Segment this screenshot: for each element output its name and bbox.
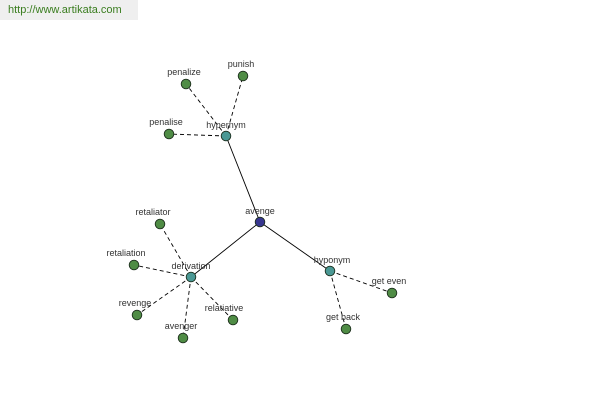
relation-node-hypernym[interactable] [220, 130, 232, 142]
word-label-penalise: penalise [149, 117, 183, 127]
relation-label-hyponym: hyponym [314, 255, 351, 265]
edge-hyponym-get-back [329, 270, 347, 330]
word-label-relatiative: relatiative [205, 303, 244, 313]
graph-edges [133, 75, 393, 339]
edge-avenge-derivation [190, 221, 261, 278]
edge-avenge-hypernym [225, 135, 261, 223]
word-label-retaliation: retaliation [106, 248, 145, 258]
word-label-penalize: penalize [167, 67, 201, 77]
word-node-get-back[interactable] [340, 323, 352, 335]
word-node-retaliator[interactable] [154, 218, 166, 230]
relation-node-hyponym[interactable] [324, 265, 336, 277]
relation-node-derivation[interactable] [185, 271, 197, 283]
edge-derivation-revenge [136, 276, 192, 316]
edge-derivation-relatiative [190, 276, 234, 321]
edge-avenge-hyponym [259, 221, 331, 272]
edge-derivation-avenger [182, 276, 192, 339]
word-node-penalize[interactable] [180, 78, 192, 90]
root-node-avenge[interactable] [254, 216, 266, 228]
graph-nodes [128, 70, 398, 344]
relation-label-hypernym: hypernym [206, 120, 246, 130]
word-label-get-back: get back [326, 312, 361, 322]
edge-derivation-retaliation [133, 264, 192, 278]
root-label-avenge: avenge [245, 206, 275, 216]
source-banner: http://www.artikata.com [0, 0, 138, 20]
source-link[interactable]: http://www.artikata.com [8, 4, 122, 16]
word-node-retaliation[interactable] [128, 259, 140, 271]
edge-hypernym-penalize [185, 83, 227, 137]
edge-hypernym-penalise [168, 133, 227, 137]
graph-labels: penalize punish penalise retaliator retaliat… [106, 59, 406, 331]
relation-label-derivation: derivation [171, 261, 210, 271]
word-label-punish: punish [228, 59, 255, 69]
word-label-avenger: avenger [165, 321, 198, 331]
word-node-penalise[interactable] [163, 128, 175, 140]
word-node-relatiative[interactable] [227, 314, 239, 326]
word-node-get-even[interactable] [386, 287, 398, 299]
word-node-revenge[interactable] [131, 309, 143, 321]
word-label-get-even: get even [372, 276, 407, 286]
edge-derivation-retaliator [159, 223, 192, 278]
word-label-retaliator: retaliator [135, 207, 170, 217]
word-node-avenger[interactable] [177, 332, 189, 344]
word-node-punish[interactable] [237, 70, 249, 82]
word-label-revenge: revenge [119, 298, 152, 308]
edge-hypernym-punish [225, 75, 244, 137]
edge-hyponym-get-even [329, 270, 393, 294]
